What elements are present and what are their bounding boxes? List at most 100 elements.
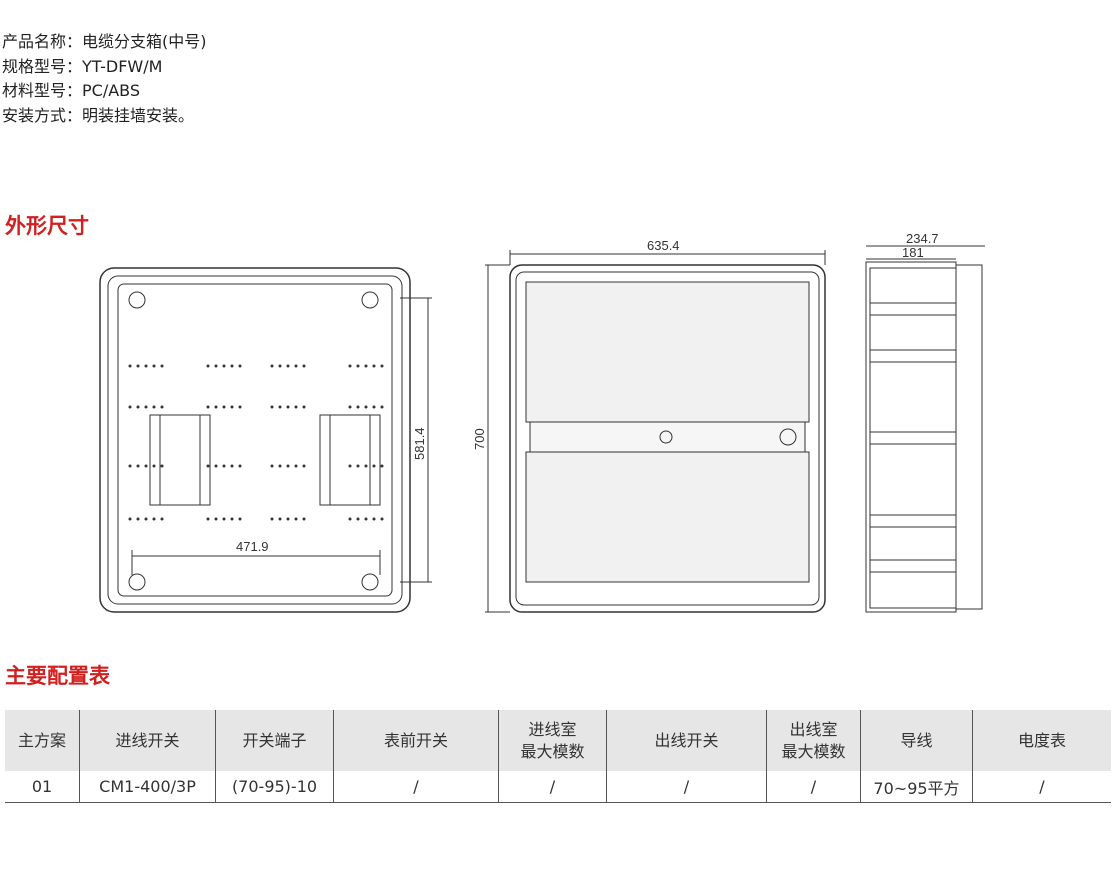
mounting-hole — [286, 364, 290, 368]
mounting-hole — [286, 464, 290, 468]
dim-width-label: 471.9 — [236, 539, 269, 554]
back-view-drawing: 471.9 581.4 — [99, 267, 432, 613]
mounting-hole — [356, 464, 360, 468]
mounting-hole — [372, 364, 376, 368]
column-header: 导线 — [860, 710, 973, 771]
mounting-hole — [144, 517, 148, 521]
side-rib — [869, 559, 957, 573]
column-header: 电度表 — [972, 710, 1111, 771]
technical-drawings: 471.9 581.4 635.4 700 234.7 181 — [99, 231, 985, 613]
side-rib — [869, 302, 957, 316]
mounting-hole — [348, 364, 352, 368]
mounting-hole — [380, 517, 384, 521]
dim-depth: 234.7 — [906, 231, 939, 246]
mounting-hole — [348, 464, 352, 468]
mounting-hole — [270, 405, 274, 409]
mounting-hole — [206, 464, 210, 468]
section-title-dimensions: 外形尺寸 — [5, 214, 89, 238]
info-row: 规格型号：YT-DFW/M — [2, 56, 163, 76]
mounting-hole — [294, 517, 298, 521]
mounting-hole — [278, 405, 282, 409]
mounting-hole — [136, 405, 140, 409]
mounting-hole — [356, 364, 360, 368]
mounting-hole — [372, 405, 376, 409]
mounting-hole — [128, 364, 132, 368]
mounting-hole — [136, 517, 140, 521]
mounting-hole — [214, 405, 218, 409]
mounting-hole — [372, 517, 376, 521]
mounting-hole — [160, 517, 164, 521]
mounting-hole — [364, 364, 368, 368]
mounting-hole — [144, 464, 148, 468]
mounting-hole — [348, 517, 352, 521]
side-rib — [869, 431, 957, 445]
mounting-hole — [286, 405, 290, 409]
mounting-hole — [160, 464, 164, 468]
mounting-hole — [214, 364, 218, 368]
mounting-hole — [152, 364, 156, 368]
side-view-drawing: 234.7 181 — [865, 231, 985, 613]
mounting-hole — [278, 364, 282, 368]
product-info: 产品名称：电缆分支箱(中号) 规格型号：YT-DFW/M 材料型号：PC/ABS… — [2, 30, 207, 128]
mounting-hole — [152, 464, 156, 468]
mounting-hole — [222, 464, 226, 468]
mounting-hole — [380, 364, 384, 368]
mounting-hole — [222, 517, 226, 521]
side-rib — [869, 514, 957, 528]
column-header: 出线开关 — [606, 710, 767, 771]
mounting-hole — [128, 464, 132, 468]
mounting-hole — [206, 405, 210, 409]
mounting-hole — [160, 364, 164, 368]
mounting-hole — [380, 464, 384, 468]
mounting-hole — [144, 405, 148, 409]
dim-door-width: 635.4 — [647, 238, 680, 253]
mounting-hole — [278, 517, 282, 521]
mounting-hole — [302, 405, 306, 409]
side-rib — [869, 349, 957, 363]
mounting-hole — [238, 405, 242, 409]
mounting-hole — [294, 464, 298, 468]
dim-door-height: 700 — [472, 428, 487, 450]
mounting-hole — [214, 517, 218, 521]
mounting-hole — [238, 517, 242, 521]
mounting-hole — [270, 517, 274, 521]
mounting-hole — [294, 405, 298, 409]
column-header: 表前开关 — [333, 710, 499, 771]
mounting-hole — [294, 364, 298, 368]
mounting-hole — [270, 364, 274, 368]
mounting-hole — [270, 464, 274, 468]
dim-height-label: 581.4 — [412, 427, 427, 460]
mounting-hole — [230, 405, 234, 409]
table-cell: / — [972, 771, 1111, 803]
table-cell: 70~95平方 — [860, 771, 973, 803]
table-cell: 01 — [5, 771, 80, 803]
mounting-hole — [136, 364, 140, 368]
mounting-hole — [286, 517, 290, 521]
mounting-hole — [230, 464, 234, 468]
table-cell: / — [333, 771, 499, 803]
column-header: 主方案 — [5, 710, 80, 771]
mounting-hole — [128, 517, 132, 521]
table-cell: / — [498, 771, 607, 803]
mounting-hole — [206, 517, 210, 521]
mounting-hole — [128, 405, 132, 409]
info-row: 产品名称：电缆分支箱(中号) — [2, 32, 207, 51]
mounting-hole — [214, 464, 218, 468]
table-cell: (70-95)-10 — [215, 771, 334, 803]
config-table: 主方案进线开关开关端子表前开关进线室 最大模数出线开关出线室 最大模数导线电度表… — [5, 710, 1111, 803]
mounting-hole — [302, 517, 306, 521]
table-cell: CM1-400/3P — [79, 771, 216, 803]
mounting-hole — [230, 517, 234, 521]
mounting-hole — [302, 364, 306, 368]
mounting-hole — [356, 405, 360, 409]
table-cell: / — [606, 771, 767, 803]
section-title-config: 主要配置表 — [5, 664, 110, 688]
column-header: 进线室 最大模数 — [498, 710, 607, 771]
mounting-hole — [152, 517, 156, 521]
table-header-row: 主方案进线开关开关端子表前开关进线室 最大模数出线开关出线室 最大模数导线电度表 — [5, 710, 1111, 771]
mounting-hole — [152, 405, 156, 409]
mounting-hole — [302, 464, 306, 468]
front-view-drawing: 635.4 700 — [472, 238, 826, 613]
mounting-hole — [372, 464, 376, 468]
